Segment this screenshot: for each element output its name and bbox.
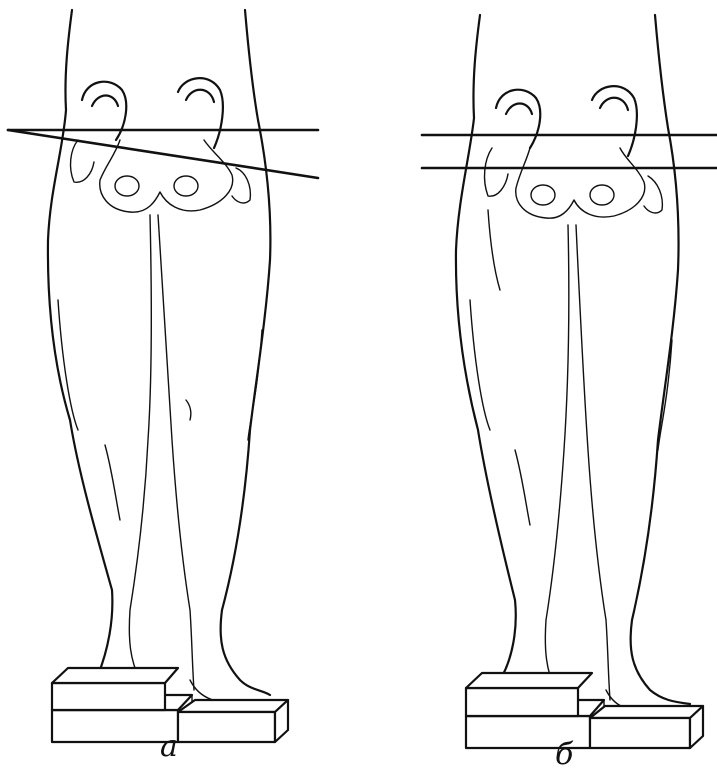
panel-a	[8, 10, 318, 742]
panel-b-body-outline	[456, 15, 690, 711]
panel-a-body-outline	[48, 10, 270, 702]
panel-a-label: a	[160, 732, 178, 762]
panel-b-label: б	[555, 740, 573, 770]
panel-a-pelvis	[71, 78, 251, 212]
panel-b-pelvis	[485, 86, 663, 290]
panel-a-tilted-pelvis-line	[8, 130, 318, 178]
panel-b-foot-blocks	[466, 673, 703, 748]
panel-b	[422, 15, 717, 748]
